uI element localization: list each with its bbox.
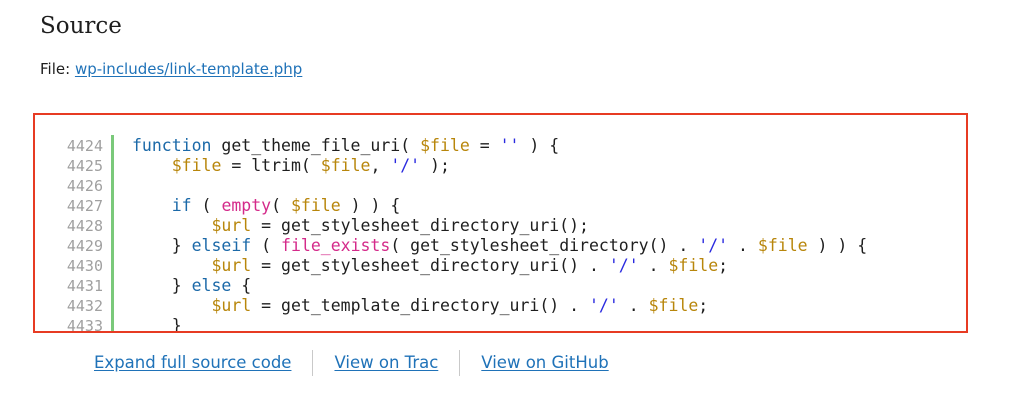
code-token: ) ) { (807, 236, 868, 255)
code-token (132, 196, 172, 215)
code-token: $file (420, 136, 470, 155)
code-token: function (132, 136, 212, 155)
code-token: empty (221, 196, 272, 215)
line-number: 4424 (66, 137, 103, 155)
code-text: } elseif ( file_exists( get_stylesheet_d… (132, 236, 867, 256)
code-token: $url (211, 216, 252, 235)
code-token: $file (757, 236, 808, 255)
code-token: file_exists (281, 236, 391, 255)
code-token: = get_stylesheet_directory_uri() . (251, 256, 609, 275)
code-token: if (171, 196, 192, 215)
code-token: $file (290, 196, 341, 215)
code-token: ; (718, 256, 729, 275)
line-number: 4425 (66, 157, 103, 175)
code-token: '/' (589, 296, 619, 315)
code-token: '' (499, 136, 520, 155)
file-label: File: (40, 60, 71, 78)
expand-source-link[interactable]: Expand full source code (94, 353, 292, 372)
code-text: $url = get_template_directory_uri() . '/… (132, 296, 708, 316)
code-text: function get_theme_file_uri( $file = '' … (132, 136, 559, 156)
code-token (132, 256, 211, 275)
code-token: ; (698, 296, 709, 315)
code-token: = (469, 136, 500, 155)
line-number: 4430 (66, 257, 103, 275)
line-number: 4433 (66, 317, 103, 333)
line-number: 4428 (66, 217, 103, 235)
code-token: '/' (608, 256, 639, 275)
code-token: . (638, 256, 669, 275)
code-token: } (132, 236, 192, 255)
code-token: $file (171, 156, 222, 175)
code-text: } else { (132, 276, 252, 296)
link-divider (312, 350, 314, 376)
code-token: $file (320, 156, 371, 175)
code-token: ( (191, 196, 222, 215)
code-token: $url (211, 256, 252, 275)
code-token: } (132, 276, 192, 295)
view-on-trac-link[interactable]: View on Trac (334, 353, 439, 372)
code-token: '/' (698, 236, 729, 255)
file-path-line: File: wp-includes/link-template.php (40, 58, 302, 80)
code-token (132, 296, 211, 315)
code-token (132, 216, 211, 235)
line-number: 4426 (66, 177, 103, 195)
code-token: $url (211, 296, 252, 315)
file-path-link[interactable]: wp-includes/link-template.php (74, 60, 303, 78)
line-number: 4429 (66, 237, 103, 255)
view-on-github-link[interactable]: View on GitHub (481, 353, 609, 372)
code-token: . (728, 236, 758, 255)
code-gutter-rule (111, 135, 114, 331)
section-heading: Source (40, 13, 122, 39)
code-token (132, 156, 172, 175)
code-token: . (618, 296, 649, 315)
code-token: ( get_stylesheet_directory() . (390, 236, 699, 255)
code-token: ) ) { (340, 196, 401, 215)
code-token: $file (668, 256, 719, 275)
line-number: 4431 (66, 277, 103, 295)
code-token: ( (251, 236, 282, 255)
code-token: = get_template_directory_uri() . (251, 296, 589, 315)
code-token: ) { (519, 136, 560, 155)
code-text: $file = ltrim( $file, '/' ); (132, 156, 450, 176)
line-number: 4432 (66, 297, 103, 315)
link-divider (459, 350, 461, 376)
code-token: $file (648, 296, 699, 315)
code-text: } (132, 316, 182, 333)
code-token: '/' (390, 156, 421, 175)
code-token: = get_stylesheet_directory_uri(); (251, 216, 589, 235)
code-token: , (370, 156, 391, 175)
source-code-block: 4424 function get_theme_file_uri( $file =… (33, 113, 968, 333)
code-token: } (132, 316, 182, 333)
code-text: $url = get_stylesheet_directory_uri(); (132, 216, 589, 236)
line-number: 4427 (66, 197, 103, 215)
code-token: get_theme_file_uri( (211, 136, 421, 155)
code-token: { (231, 276, 252, 295)
code-token: elseif (191, 236, 252, 255)
code-token: ( (271, 196, 291, 215)
code-text: if ( empty( $file ) ) { (132, 196, 401, 216)
source-links: Expand full source code View on Trac Vie… (94, 350, 609, 376)
code-token: = ltrim( (221, 156, 321, 175)
code-token: else (191, 276, 232, 295)
code-token: ); (420, 156, 450, 175)
code-text: $url = get_stylesheet_directory_uri() . … (132, 256, 728, 276)
